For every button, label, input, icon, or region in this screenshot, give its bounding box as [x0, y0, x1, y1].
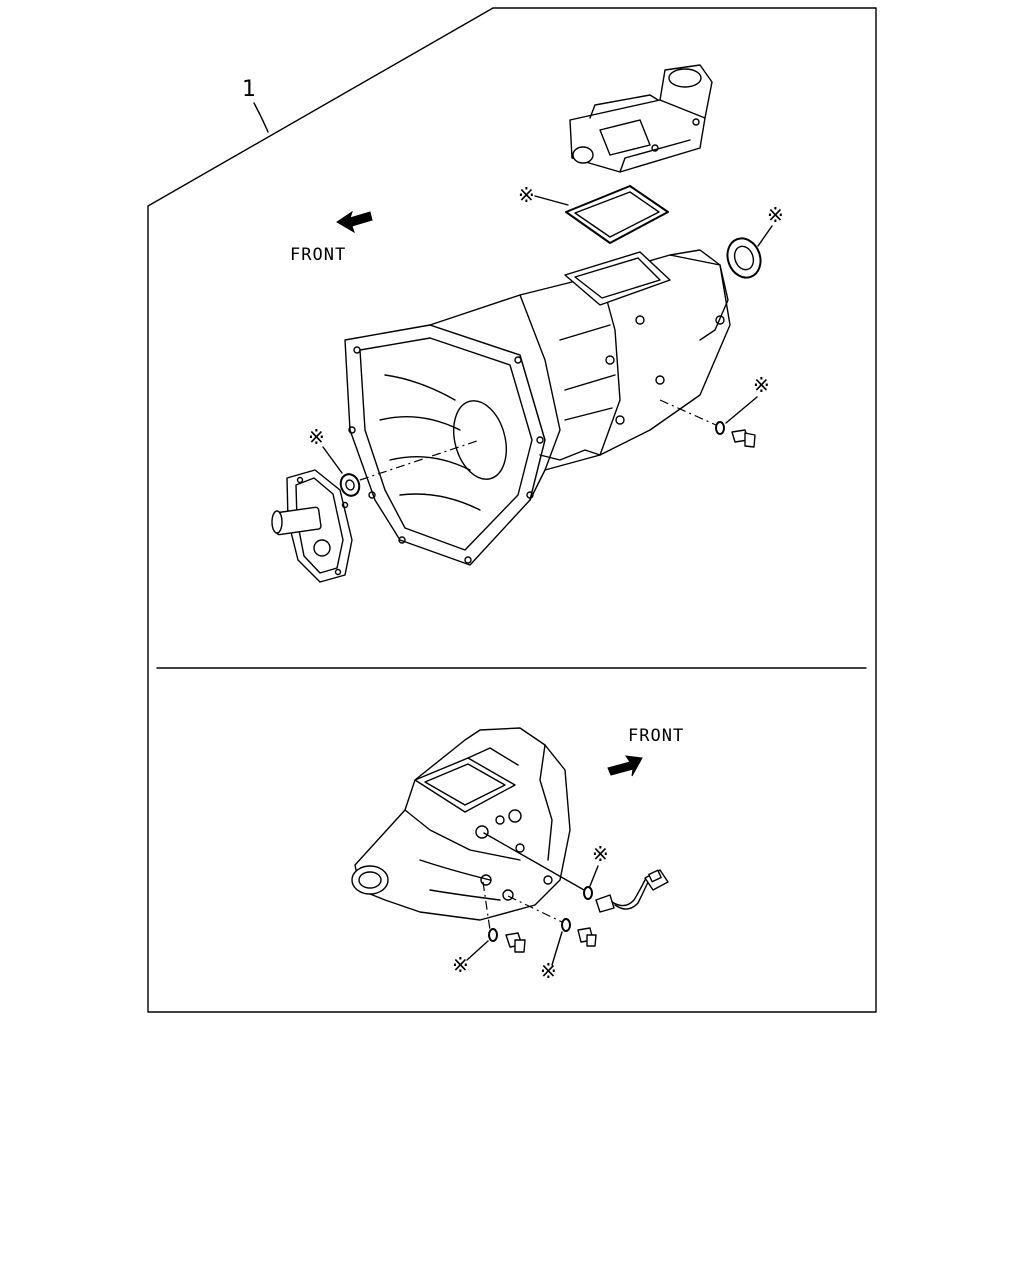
- asterisk-leader-gasket: [534, 195, 569, 206]
- front-label-top: FRONT: [290, 245, 346, 265]
- diagram-frame: [147, 7, 877, 1013]
- asterisk-leader-left-washer: [466, 940, 489, 961]
- asterisk-leader-right-washer: [551, 931, 563, 966]
- asterisk-leader-plug-washer: [725, 396, 758, 424]
- arrow-left-down-icon: [336, 210, 373, 234]
- drain-plug-right: [561, 918, 597, 947]
- asterisk-mark-switch-washer: ※: [592, 842, 609, 866]
- front-oil-seal: [339, 473, 361, 497]
- asterisk-mark-right-washer: ※: [540, 959, 557, 983]
- part-number-label: 1: [242, 77, 256, 102]
- centerline-plug: [659, 399, 717, 426]
- drain-plug-left: [488, 928, 526, 953]
- asterisk-mark-left-washer: ※: [452, 953, 469, 977]
- cover-gasket: [565, 185, 669, 244]
- extension-housing: [351, 727, 571, 921]
- transmission-case: [344, 249, 731, 566]
- front-label-bottom: FRONT: [628, 726, 684, 746]
- asterisk-leader-switch-washer: [589, 865, 599, 887]
- front-bearing-retainer: [271, 469, 353, 583]
- case-plug-bolt: [715, 421, 756, 448]
- asterisk-mark-front-seal: ※: [308, 425, 325, 449]
- shift-cover-assembly: [569, 64, 713, 173]
- rear-oil-seal: [726, 237, 762, 279]
- centerline-left-plug: [482, 881, 491, 931]
- centerline-front: [359, 439, 481, 481]
- asterisk-mark-rear-seal: ※: [767, 203, 784, 227]
- part-number-leader: [253, 102, 269, 133]
- reverse-switch-with-harness: [583, 869, 669, 913]
- asterisk-leader-front-seal: [322, 446, 343, 474]
- centerline-switch: [483, 832, 585, 891]
- arrow-right-up-icon: [607, 755, 643, 777]
- asterisk-mark-gasket: ※: [518, 183, 535, 207]
- asterisk-leader-rear-seal: [757, 225, 773, 247]
- asterisk-mark-plug-washer: ※: [753, 373, 770, 397]
